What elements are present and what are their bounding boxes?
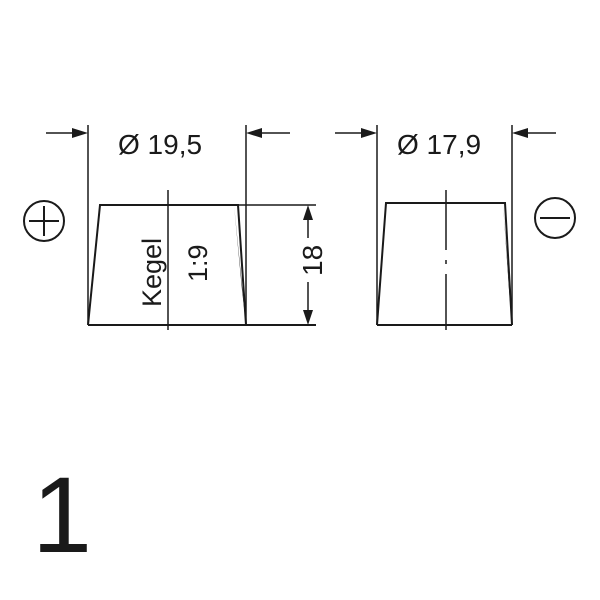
taper-ratio-label: 1:9 bbox=[183, 244, 213, 282]
positive-diameter-label: Ø 19,5 bbox=[118, 129, 202, 160]
positive-taper-left bbox=[88, 205, 100, 325]
negative-terminal bbox=[335, 125, 556, 330]
negative-dim-arrowhead-left bbox=[361, 128, 377, 138]
taper-word-label: Kegel bbox=[137, 238, 167, 307]
height-label: 18 bbox=[297, 245, 328, 276]
height-arrowhead-bottom bbox=[303, 310, 313, 325]
minus-circle-icon bbox=[534, 197, 576, 239]
negative-dim-arrowhead-right bbox=[512, 128, 528, 138]
positive-taper-right bbox=[234, 205, 246, 325]
layout-number: 1 bbox=[32, 454, 92, 575]
height-arrowhead-top bbox=[303, 205, 313, 220]
plus-circle-icon bbox=[23, 200, 65, 242]
negative-taper-left bbox=[377, 203, 386, 325]
negative-taper-right bbox=[503, 203, 512, 325]
positive-terminal bbox=[46, 125, 316, 330]
positive-dim-arrowhead-right bbox=[246, 128, 262, 138]
negative-diameter-label: Ø 17,9 bbox=[397, 129, 481, 160]
negative-terminal-outline bbox=[376, 202, 513, 326]
positive-terminal-outline bbox=[87, 204, 247, 326]
positive-dim-arrowhead-left bbox=[72, 128, 88, 138]
